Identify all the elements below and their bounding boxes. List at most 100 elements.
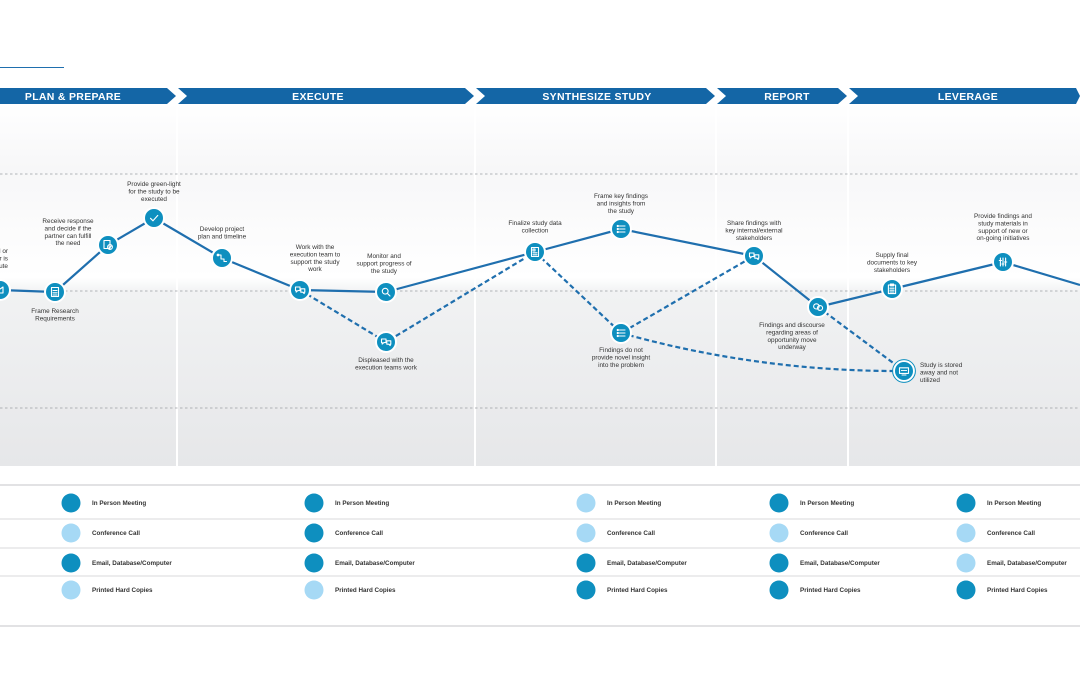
channel-label: Email, Database/Computer [800, 560, 880, 567]
stage-header-label: EXECUTE [292, 91, 344, 103]
step-label-line: support the study [290, 259, 340, 266]
step-label-line: regarding areas of [766, 329, 818, 336]
sliders-icon [998, 257, 1008, 267]
alt-path-report [817, 306, 905, 372]
channel-dot [576, 580, 596, 600]
channel-dot [576, 493, 596, 513]
doc-check-icon [103, 239, 113, 250]
step-label-line: Monitor and [367, 253, 401, 260]
channel-dot [61, 493, 81, 513]
channel-dot [304, 523, 324, 543]
channel-label: In Person Meeting [987, 500, 1041, 507]
step-label-line: Frame Research [31, 308, 79, 315]
step-node [211, 247, 233, 269]
step-label-line: Displeased with the [358, 357, 414, 364]
channel-dot [61, 580, 81, 600]
channel-label: Printed Hard Copies [335, 587, 396, 594]
channel-label: Printed Hard Copies [607, 587, 668, 594]
stage-header-bar [178, 88, 474, 104]
step-label-line: Share findings with [727, 220, 781, 227]
step-label-line: the need [56, 240, 81, 247]
stage-header-bar [476, 88, 715, 104]
channel-dot [61, 553, 81, 573]
channel-label: In Person Meeting [92, 500, 146, 507]
channel-dot [956, 580, 976, 600]
magnifier-icon [381, 287, 391, 297]
step-label-line: key internal/external [725, 227, 782, 234]
journey-step-0: ernal orpartner isxecute [0, 248, 11, 301]
channel-dot [304, 493, 324, 513]
step-label-line: provide novel insight [592, 354, 650, 361]
channel-label: Conference Call [92, 530, 140, 537]
channel-dot [576, 553, 596, 573]
step-label-line: Findings do not [599, 347, 643, 354]
channel-dot [576, 523, 596, 543]
channel-dot [769, 523, 789, 543]
step-label-line: Study is stored [920, 362, 963, 369]
chat-icon [380, 338, 392, 347]
step-label-line: executed [141, 196, 167, 203]
step-label-line: away and not [920, 369, 958, 376]
channel-label: Conference Call [987, 530, 1035, 537]
panel-report [717, 104, 847, 466]
channel-label: Printed Hard Copies [800, 587, 861, 594]
channel-dot [61, 523, 81, 543]
step-label-line: utilized [920, 377, 940, 384]
step-label-line: the study [371, 268, 398, 275]
step-label-line: collection [522, 227, 549, 234]
step-node-ring [892, 359, 916, 383]
step-label-line: support progress of [356, 260, 411, 267]
channel-label: Conference Call [335, 530, 383, 537]
channel-label: Printed Hard Copies [987, 587, 1048, 594]
stage-header-bar [849, 88, 1080, 104]
clipboard-icon [887, 283, 897, 295]
channel-label: Email, Database/Computer [92, 560, 172, 567]
step-label-line: execution team to [290, 251, 341, 258]
bubbles-icon [813, 303, 824, 311]
journey-steps: ernal orpartner isxecuteFrame Research Re… [0, 181, 1032, 384]
step-label-line: work [307, 266, 322, 273]
step-label-line: Provide findings and [974, 213, 1032, 220]
channel-label: In Person Meeting [335, 500, 389, 507]
list-icon [616, 328, 626, 338]
step-label-line: and decide if the [45, 225, 92, 232]
step-label-line: support of new or [978, 228, 1028, 235]
step-node [375, 281, 397, 303]
check-icon [149, 214, 159, 222]
stage-header-label: LEVERAGE [938, 91, 998, 103]
step-label-line: stakeholders [736, 235, 772, 242]
stage-header-2: SYNTHESIZE STUDY [476, 88, 715, 104]
chat-icon [748, 252, 760, 261]
timeline-icon [216, 253, 228, 263]
step-node [0, 279, 11, 301]
stage-header-1: EXECUTE [178, 88, 474, 104]
step-label-line: Develop project [200, 226, 245, 233]
step-label-line: execution teams work [355, 364, 418, 371]
step-label-line: ernal or [0, 248, 9, 255]
channel-dot [304, 580, 324, 600]
step-label-line: the study [608, 208, 635, 215]
channel-dot [956, 553, 976, 573]
